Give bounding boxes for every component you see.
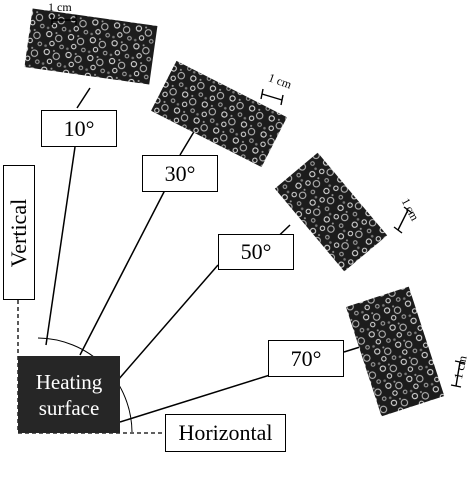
connector-30 (79, 189, 166, 356)
bubble-photo-30 (151, 60, 287, 168)
connector-10b (76, 87, 91, 109)
vertical-label: Vertical (3, 165, 35, 300)
angle-label-30: 30° (142, 155, 218, 192)
angle-label-70: 70° (268, 340, 344, 377)
heating-surface-line1: Heating (35, 369, 103, 394)
vertical-label-text: Vertical (6, 198, 31, 267)
scale-label-10: 1 cm (48, 0, 72, 14)
bubble-photo-70 (346, 286, 445, 417)
angle-label-50: 50° (218, 234, 294, 270)
angle-label-10: 10° (41, 110, 117, 147)
connector-70 (119, 374, 271, 423)
horizontal-label: Horizontal (165, 414, 286, 452)
connector-30b (179, 129, 196, 156)
connector-10 (45, 146, 76, 346)
scale-bar-10 (51, 15, 77, 25)
scale-bar-30 (260, 88, 284, 106)
bubble-photo-50 (274, 152, 388, 272)
connector-50 (117, 264, 219, 381)
heating-surface: Heating surface (18, 356, 120, 433)
connector-70b (343, 346, 361, 353)
scale-bar-70 (450, 360, 466, 388)
bubble-photo-10 (24, 8, 158, 85)
scale-bar-50 (393, 206, 413, 234)
heating-surface-line2: surface (38, 395, 100, 420)
